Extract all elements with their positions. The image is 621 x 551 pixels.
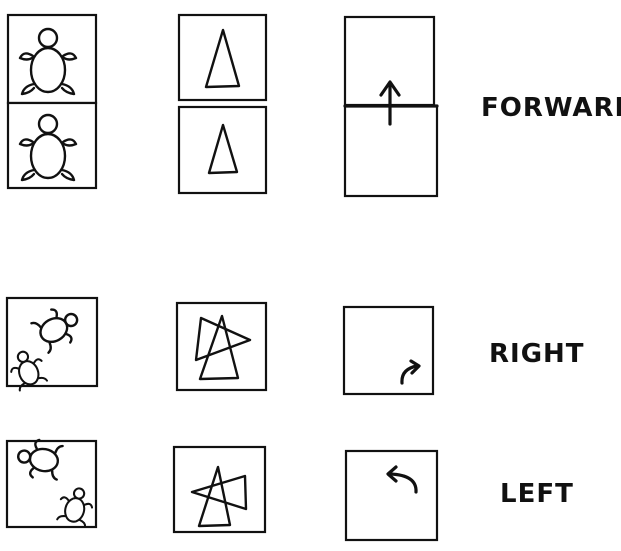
triangle-frame-left: [174, 447, 265, 532]
row-forward: FORWARD: [8, 15, 621, 196]
label-forward: FORWARD: [481, 93, 621, 123]
row-left: LEFT: [7, 437, 574, 540]
arrow-frame-right: [344, 307, 433, 394]
turtle-frame-forward: [8, 15, 96, 188]
turtle-frame-left: [7, 437, 96, 527]
triangle-frame-right: [177, 303, 266, 390]
arrow-frame-left: [346, 451, 437, 540]
label-left: LEFT: [500, 479, 574, 509]
row-right: RIGHT: [6, 298, 585, 394]
arrow-frame-forward: [345, 17, 437, 196]
triangle-frame-forward: [179, 15, 266, 193]
label-right: RIGHT: [489, 339, 585, 369]
turtle-frame-right: [6, 298, 97, 391]
